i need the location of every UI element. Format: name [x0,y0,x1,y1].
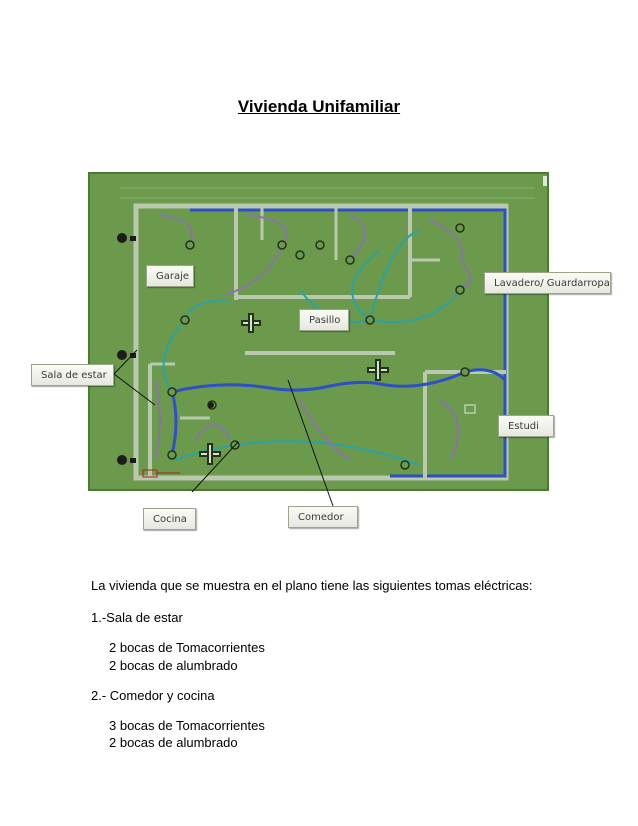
document-title: Vivienda Unifamiliar [237,97,401,116]
outlet-icon [117,233,127,243]
leader-lines [113,349,334,507]
ceiling-fans [199,313,389,465]
teal-circuit-5 [369,289,461,323]
light-point [365,315,375,325]
blue-circuit-perimeter [190,208,507,478]
teal-circuit-4 [369,229,421,321]
teal-circuit-6 [351,249,381,321]
item2-heading: 2.- Comedor y cocina [91,688,215,703]
item1-outlets: 2 bocas de Tomacorrientes [109,640,265,655]
label-estudio: Estudi [498,415,554,437]
light-point [295,250,305,260]
light-point [345,255,355,265]
purple-circuit-8 [194,424,231,441]
purple-circuit-7 [154,379,161,461]
light-point [315,240,325,250]
wall-outlets [117,233,214,465]
leader-cocina [191,441,239,493]
label-lavadero: Lavadero/ Guardarropa [484,272,611,294]
label-comedor: Comedor [288,506,358,528]
light-fixtures [167,223,470,470]
teal-circuit-2 [162,319,186,393]
leader-sala-2 [113,373,156,406]
light-point [167,387,177,397]
light-point [400,460,410,470]
light-point [455,223,465,233]
floor-plan: Garaje Pasillo Lavadero/ Guardarropa Sal… [31,172,611,530]
leader-sala-1 [113,349,138,375]
switch-mark [464,404,476,414]
plan-corner-mark [543,176,547,186]
fan-icon [241,313,261,333]
light-point [180,315,190,325]
fan-icon [199,443,221,465]
plan-background [88,172,549,491]
outlet-icon [117,350,127,360]
item2-lights: 2 bocas de alumbrado [109,735,238,750]
light-point [167,450,177,460]
purple-circuit-10 [439,399,459,461]
item2-outlets: 3 bocas de Tomacorrientes [109,718,265,733]
light-point [277,240,287,250]
purple-circuit-2 [244,214,288,246]
label-garaje: Garaje [146,265,194,287]
light-point [455,285,465,295]
floor-plan-drawing [88,172,549,507]
label-cocina: Cocina [143,508,196,530]
outlet-icon [130,353,136,358]
label-sala: Sala de estar [31,364,114,386]
outlet-icon [117,455,127,465]
item1-lights: 2 bocas de alumbrado [109,658,238,673]
blue-circuit-branch [170,391,178,456]
outlet-icon [208,402,214,408]
purple-circuit-9 [299,399,351,461]
label-pasillo: Pasillo [299,309,349,331]
fan-icon [367,359,389,381]
purple-circuit-5 [429,219,463,261]
outlet-icon [130,236,136,241]
purple-circuit-4 [349,214,366,261]
item1-heading: 1.-Sala de estar [91,610,183,625]
intro-paragraph: La vivienda que se muestra en el plano t… [91,578,533,593]
outlet-icon [130,458,136,463]
leader-comedor [287,379,334,507]
purple-circuit-3 [224,244,283,296]
light-point [460,367,470,377]
light-point [185,240,195,250]
